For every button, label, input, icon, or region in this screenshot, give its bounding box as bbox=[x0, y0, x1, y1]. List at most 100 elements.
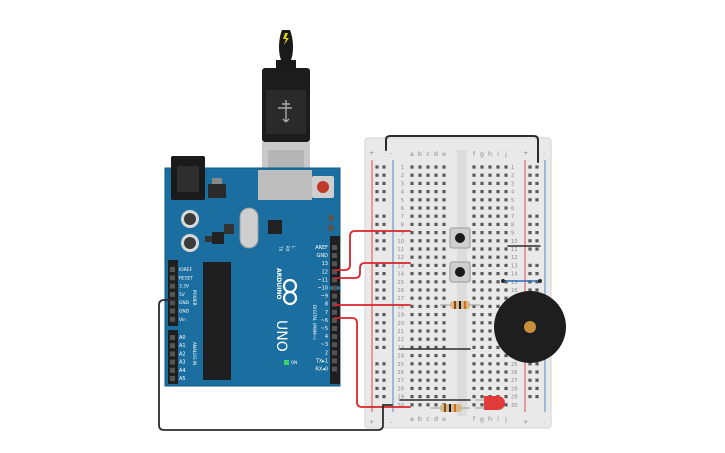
rail-hole[interactable] bbox=[528, 362, 532, 366]
breadboard-hole[interactable] bbox=[442, 280, 446, 284]
breadboard-hole[interactable] bbox=[442, 288, 446, 292]
rail-hole[interactable] bbox=[375, 296, 379, 300]
breadboard-hole[interactable] bbox=[426, 272, 430, 276]
breadboard-hole[interactable] bbox=[488, 181, 492, 185]
breadboard-hole[interactable] bbox=[496, 231, 500, 235]
breadboard-hole[interactable] bbox=[472, 321, 476, 325]
breadboard-hole[interactable] bbox=[442, 337, 446, 341]
breadboard-hole[interactable] bbox=[480, 329, 484, 333]
breadboard-hole[interactable] bbox=[504, 296, 508, 300]
breadboard-hole[interactable] bbox=[426, 222, 430, 226]
breadboard-hole[interactable] bbox=[442, 231, 446, 235]
breadboard-hole[interactable] bbox=[410, 321, 414, 325]
breadboard-hole[interactable] bbox=[410, 304, 414, 308]
breadboard-hole[interactable] bbox=[496, 370, 500, 374]
breadboard-hole[interactable] bbox=[472, 272, 476, 276]
breadboard-hole[interactable] bbox=[434, 395, 438, 399]
breadboard-hole[interactable] bbox=[480, 214, 484, 218]
wires[interactable] bbox=[158, 135, 542, 431]
breadboard-hole[interactable] bbox=[488, 190, 492, 194]
rail-hole[interactable] bbox=[528, 370, 532, 374]
breadboard-hole[interactable] bbox=[434, 345, 438, 349]
rail-hole[interactable] bbox=[382, 280, 386, 284]
breadboard-hole[interactable] bbox=[504, 222, 508, 226]
rail-hole[interactable] bbox=[528, 181, 532, 185]
header-pin[interactable] bbox=[170, 351, 175, 357]
breadboard-hole[interactable] bbox=[472, 354, 476, 358]
breadboard-hole[interactable] bbox=[504, 190, 508, 194]
header-pin[interactable] bbox=[332, 301, 337, 307]
rail-hole[interactable] bbox=[528, 239, 532, 243]
breadboard-hole[interactable] bbox=[418, 362, 422, 366]
breadboard-hole[interactable] bbox=[488, 173, 492, 177]
breadboard-hole[interactable] bbox=[488, 288, 492, 292]
breadboard-hole[interactable] bbox=[504, 354, 508, 358]
header-pin[interactable] bbox=[332, 309, 337, 315]
breadboard-hole[interactable] bbox=[472, 181, 476, 185]
rail-hole[interactable] bbox=[535, 280, 539, 284]
header-pin[interactable] bbox=[332, 285, 337, 291]
breadboard-hole[interactable] bbox=[418, 214, 422, 218]
breadboard-hole[interactable] bbox=[442, 272, 446, 276]
rail-hole[interactable] bbox=[375, 329, 379, 333]
breadboard-hole[interactable] bbox=[496, 304, 500, 308]
breadboard-hole[interactable] bbox=[418, 222, 422, 226]
breadboard-hole[interactable] bbox=[418, 280, 422, 284]
header-pin[interactable] bbox=[332, 334, 337, 340]
breadboard-hole[interactable] bbox=[488, 378, 492, 382]
breadboard-hole[interactable] bbox=[472, 280, 476, 284]
breadboard-hole[interactable] bbox=[434, 198, 438, 202]
rail-hole[interactable] bbox=[528, 173, 532, 177]
breadboard-hole[interactable] bbox=[434, 354, 438, 358]
rail-hole[interactable] bbox=[375, 337, 379, 341]
breadboard-hole[interactable] bbox=[504, 247, 508, 251]
rail-hole[interactable] bbox=[382, 263, 386, 267]
breadboard-hole[interactable] bbox=[418, 288, 422, 292]
rail-hole[interactable] bbox=[528, 165, 532, 169]
breadboard-hole[interactable] bbox=[426, 321, 430, 325]
rail-hole[interactable] bbox=[375, 165, 379, 169]
breadboard-hole[interactable] bbox=[480, 378, 484, 382]
breadboard-hole[interactable] bbox=[488, 337, 492, 341]
breadboard-hole[interactable] bbox=[418, 231, 422, 235]
breadboard-hole[interactable] bbox=[488, 321, 492, 325]
rail-hole[interactable] bbox=[382, 362, 386, 366]
breadboard-hole[interactable] bbox=[426, 345, 430, 349]
breadboard-hole[interactable] bbox=[504, 280, 508, 284]
rail-hole[interactable] bbox=[382, 190, 386, 194]
rail-hole[interactable] bbox=[535, 239, 539, 243]
breadboard-hole[interactable] bbox=[434, 280, 438, 284]
breadboard-hole[interactable] bbox=[480, 280, 484, 284]
breadboard-hole[interactable] bbox=[426, 337, 430, 341]
header-pin[interactable] bbox=[170, 308, 175, 314]
breadboard-hole[interactable] bbox=[480, 403, 484, 407]
header-pin[interactable] bbox=[170, 316, 175, 322]
breadboard-hole[interactable] bbox=[418, 206, 422, 210]
breadboard-hole[interactable] bbox=[488, 272, 492, 276]
breadboard-hole[interactable] bbox=[488, 198, 492, 202]
header-pin[interactable] bbox=[170, 291, 175, 297]
breadboard-hole[interactable] bbox=[442, 345, 446, 349]
breadboard-hole[interactable] bbox=[496, 214, 500, 218]
rail-hole[interactable] bbox=[382, 345, 386, 349]
breadboard-hole[interactable] bbox=[418, 173, 422, 177]
breadboard-hole[interactable] bbox=[442, 190, 446, 194]
rail-hole[interactable] bbox=[375, 280, 379, 284]
breadboard-hole[interactable] bbox=[426, 304, 430, 308]
breadboard-hole[interactable] bbox=[410, 280, 414, 284]
rail-hole[interactable] bbox=[535, 263, 539, 267]
rail-hole[interactable] bbox=[375, 222, 379, 226]
rail-hole[interactable] bbox=[375, 239, 379, 243]
breadboard-hole[interactable] bbox=[480, 255, 484, 259]
breadboard-hole[interactable] bbox=[426, 354, 430, 358]
breadboard-hole[interactable] bbox=[434, 321, 438, 325]
breadboard-hole[interactable] bbox=[472, 255, 476, 259]
breadboard-hole[interactable] bbox=[442, 370, 446, 374]
breadboard-hole[interactable] bbox=[504, 198, 508, 202]
rail-hole[interactable] bbox=[382, 214, 386, 218]
breadboard-hole[interactable] bbox=[472, 296, 476, 300]
rail-hole[interactable] bbox=[382, 378, 386, 382]
breadboard-hole[interactable] bbox=[418, 190, 422, 194]
breadboard-hole[interactable] bbox=[442, 247, 446, 251]
